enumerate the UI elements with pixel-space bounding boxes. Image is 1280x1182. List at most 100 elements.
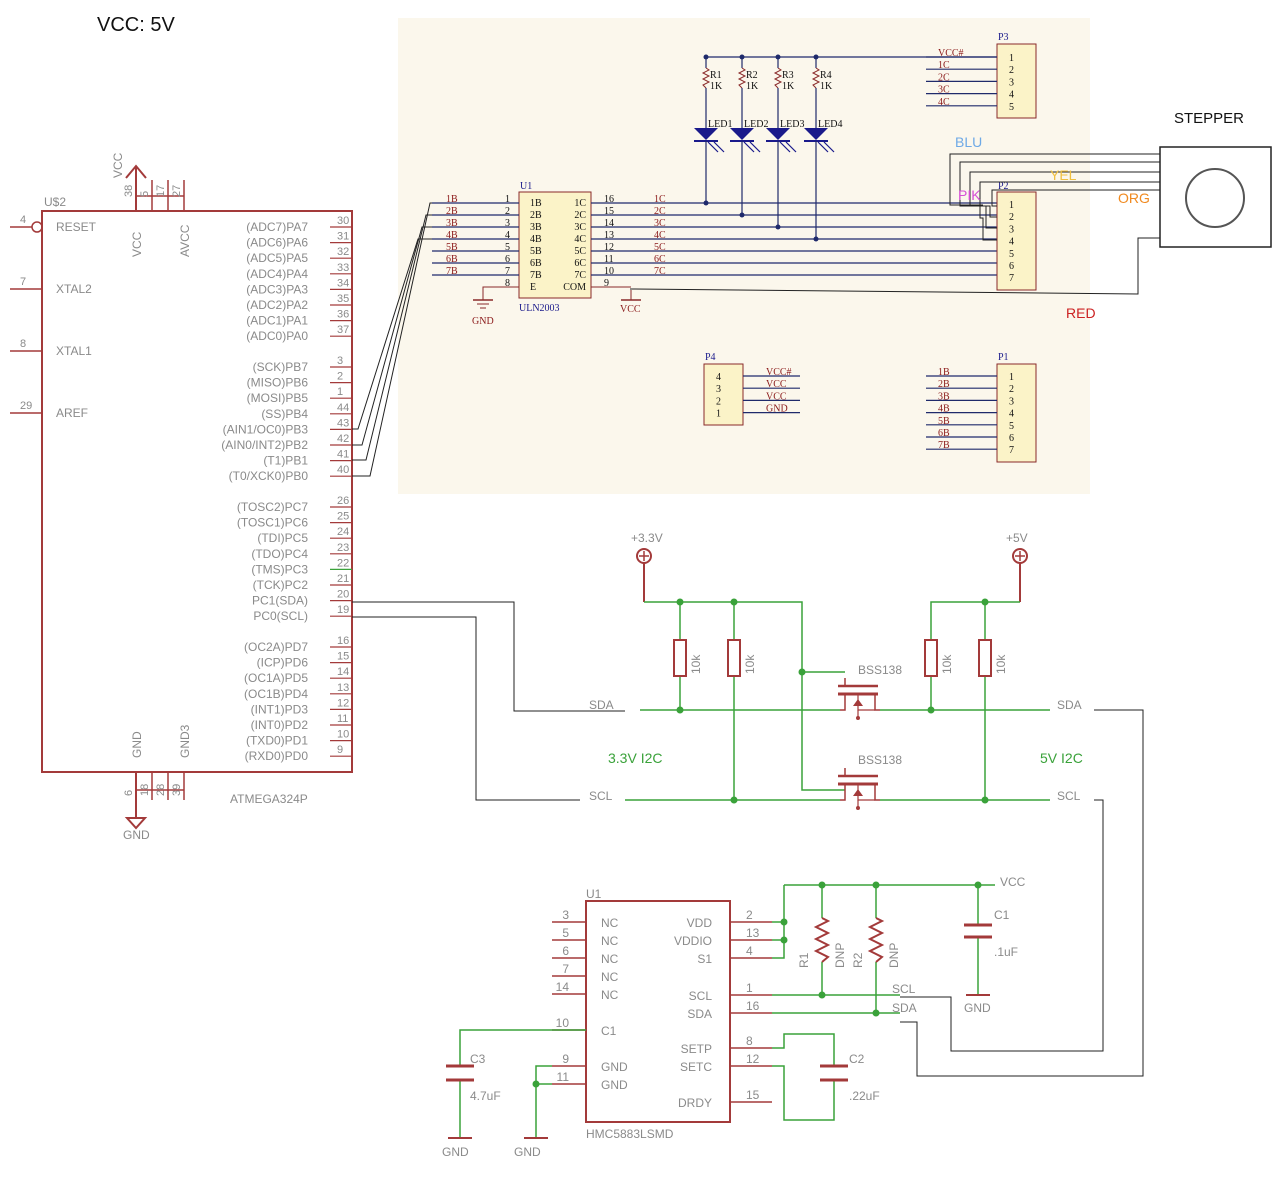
- hmc-left-pin-label: NC: [601, 916, 619, 930]
- header-pin-num: 4: [1009, 409, 1014, 420]
- pullup-resistor-value: 10k: [994, 654, 1008, 674]
- hmc5883-body: [585, 900, 731, 1123]
- led-icon: [804, 128, 828, 140]
- title: VCC: 5V: [97, 14, 175, 36]
- wire-label-yel: YEL: [1050, 167, 1077, 183]
- uln-right-net: 7C: [654, 266, 666, 277]
- stepper-motor: STEPPER BLU PIK YEL ORG RED: [629, 110, 1272, 321]
- header-pin-num: 7: [1009, 273, 1014, 284]
- led-resistor-icon: [811, 67, 821, 89]
- mcu-right-pin-num: 34: [337, 277, 349, 289]
- pullup-resistor-icon: [727, 639, 741, 677]
- mcu-bottom-pin-label: GND3: [178, 724, 192, 758]
- uln-left-pin-num: 2: [505, 206, 510, 217]
- mcu-right-pin-label: (ADC4)PA4: [246, 267, 308, 281]
- mcu-right-pin-num: 37: [337, 324, 349, 336]
- hmc-left-pin-label: C1: [601, 1024, 617, 1038]
- mcu-right-pin-label: PC1(SDA): [252, 594, 308, 608]
- mcu-right-pin-num: 22: [337, 557, 349, 569]
- uln-left-net: 5B: [446, 242, 458, 253]
- uln-right-net: 3C: [654, 218, 666, 229]
- mcu-left-pin-label: RESET: [56, 220, 97, 234]
- mcu-right-pin-label: (T0/XCK0)PB0: [229, 469, 309, 483]
- uln-right-net: 6C: [654, 254, 666, 265]
- hmc-right-pin-label: S1: [697, 952, 712, 966]
- mcu-bottom-pin-num: 28: [155, 784, 167, 796]
- mcu-right-pin-num: 30: [337, 215, 349, 227]
- uln-right-pin-label: 7C: [574, 270, 586, 281]
- mcu-right-pin-label: (TXD0)PD1: [246, 734, 308, 748]
- header-net: 7B: [938, 440, 950, 451]
- mcu-right-pin-num: 35: [337, 293, 349, 305]
- uln-left-pin-num: 1: [505, 194, 510, 205]
- wire-label-org: ORG: [1118, 190, 1150, 206]
- mcu-right-pin-num: 13: [337, 682, 349, 694]
- p3-ref: P3: [998, 32, 1009, 43]
- mcu-right-pin-label: (ADC2)PA2: [246, 298, 308, 312]
- c1-gnd-label: GND: [964, 1001, 991, 1015]
- mcu-bottom-pin-label: GND: [130, 731, 144, 758]
- mcu-right-pin-label: (AIN1/OC0)PB3: [223, 422, 309, 436]
- mcu-right-pin-num: 24: [337, 526, 349, 538]
- uln-right-pin-num: 12: [604, 242, 614, 253]
- header-pin-num: 7: [1009, 445, 1014, 456]
- led-resistor-value: 1K: [746, 81, 759, 92]
- header-net: 3C: [938, 85, 950, 96]
- mcu-gnd-icon: [124, 817, 148, 830]
- c1-ref: C1: [994, 908, 1010, 922]
- header-net: VCC: [766, 391, 787, 402]
- mcu-right-pin-num: 2: [337, 371, 343, 383]
- dnp-resistor-value: DNP: [887, 943, 901, 968]
- mcu-right-pin-label: (T1)PB1: [263, 454, 308, 468]
- ls-scl-right: SCL: [1057, 789, 1081, 803]
- dnp-resistor-ref: R2: [851, 952, 865, 968]
- uln-right-net: 4C: [654, 230, 666, 241]
- pullup-resistor-icon: [673, 639, 687, 677]
- header-net: VCC#: [938, 48, 964, 59]
- header-pin-num: 6: [1009, 261, 1014, 272]
- uln2003-body: [518, 191, 592, 299]
- wire-label-red: RED: [1066, 305, 1096, 321]
- mcu-vcc-label: VCC: [111, 152, 125, 178]
- led-resistor-ref: R3: [782, 70, 794, 81]
- hmc-right-pin-num: 15: [746, 1088, 760, 1102]
- mcu-top-pin-label: AVCC: [178, 224, 192, 257]
- mcu-right-pin-label: (OC1B)PD4: [244, 687, 308, 701]
- uln-left-pin-label: 2B: [530, 210, 542, 221]
- hmc-right-pin-label: SETP: [681, 1042, 712, 1056]
- uln-vcc-label: VCC: [620, 304, 641, 315]
- uln-right-pin-label: 5C: [574, 246, 586, 257]
- mcu-right-pin-label: (ADC7)PA7: [246, 220, 308, 234]
- uln-right-pin-num: 10: [604, 266, 614, 277]
- hmc-right-pin-label: VDD: [687, 916, 713, 930]
- uln-left-pin-label: 7B: [530, 270, 542, 281]
- mcu-ref: U$2: [44, 195, 66, 209]
- uln-right-pin-num: 11: [604, 254, 614, 265]
- uln-right-net: 2C: [654, 206, 666, 217]
- pullup-resistor-icon: [978, 639, 992, 677]
- mcu-right-pin-label: (INT1)PD3: [251, 702, 309, 716]
- p1-ref: P1: [998, 352, 1009, 363]
- uln-gnd-label: GND: [472, 316, 494, 327]
- header-pin-num: 3: [1009, 396, 1014, 407]
- rail-5v-label: +5V: [1006, 531, 1028, 545]
- hmc-left-pin-num: 6: [562, 944, 569, 958]
- mcu-right-pin-num: 15: [337, 651, 349, 663]
- hmc-right-pin-num: 12: [746, 1052, 760, 1066]
- header-net: 6B: [938, 428, 950, 439]
- mcu-right-pin-label: (TOSC2)PC7: [237, 500, 308, 514]
- uln-left-pin-label: 3B: [530, 222, 542, 233]
- hmc-scl-label: SCL: [892, 982, 916, 996]
- uln-left-pin-num: 3: [505, 218, 510, 229]
- hmc-left-pin-num: 3: [562, 908, 569, 922]
- hmc5883-name: HMC5883LSMD: [586, 1127, 674, 1141]
- header-net: 4C: [938, 97, 950, 108]
- mcu-left-pin-num: 29: [20, 400, 32, 412]
- mcu-part-name: ATMEGA324P: [230, 792, 308, 806]
- header-pin-num: 2: [1009, 212, 1014, 223]
- mcu-top-pin-num: 17: [155, 185, 167, 197]
- reset-inverter-icon: [31, 221, 43, 233]
